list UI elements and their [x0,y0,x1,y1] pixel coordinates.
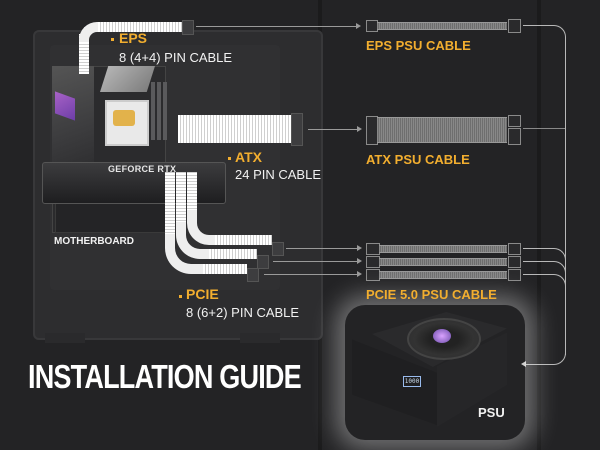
pcie-cable-1 [165,172,175,247]
pcie-psu-cable [379,258,507,266]
pcie-spec: 8 (6+2) PIN CABLE [186,305,300,320]
atx-link-line [308,129,357,130]
pcie-cable-run-1 [215,235,272,245]
bullet-icon [111,38,114,41]
atx-psu-connector-c [508,128,521,145]
bullet-icon [179,295,182,298]
pcie-connector [247,268,259,282]
motherboard-label: MOTHERBOARD [54,236,134,247]
atx-psu-cable-label: ATX PSU CABLE [366,152,470,167]
pcie-connector [272,242,284,256]
pcie-psu-connector-b [508,243,521,255]
pcie-cable-run-2 [209,249,257,259]
ram-slot [157,82,161,140]
pcie-psu-cable [379,245,507,253]
psu-label: PSU [478,405,505,420]
pcie-psu-connector-a [366,243,380,255]
atx-cable [178,115,293,143]
eps-cable-bend [79,22,99,42]
pcie-connector [257,255,269,269]
atx-psu-connector-b [508,115,521,127]
eps-psu-cable [377,22,507,30]
pcie-link-line [286,248,357,249]
bullet-icon [228,157,231,160]
panel-divider [537,0,541,450]
cpu-chip [113,110,135,126]
route-line-return [525,350,566,365]
eps-psu-connector-b [508,19,521,33]
psu-fan [407,318,481,360]
eps-psu-cable-label: EPS PSU CABLE [366,38,471,53]
atx-label: ATX [235,149,262,165]
ram-slot [163,82,167,140]
pcie-cable-run-3 [203,264,247,274]
eps-label: EPS [119,30,148,46]
atx-spec: 24 PIN CABLE [235,167,321,182]
eps-connector [182,20,194,35]
ram-slot [151,82,155,140]
atx-psu-cable [377,117,507,143]
motherboard-heatsink [52,66,94,176]
pcie-psu-connector-b [508,269,521,281]
pcie-label: PCIE [186,286,219,302]
route-line-atx [523,128,565,129]
eps-link-line [196,26,356,27]
pcie-cable-3 [187,172,197,217]
eps-spec: 8 (4+4) PIN CABLE [119,50,233,65]
arrow-right-icon [357,271,362,277]
pcie-psu-connector-b [508,256,521,268]
gpu-label: GEFORCE RTX [108,164,177,174]
arrow-left-icon [521,361,526,367]
pcie-psu-connector-a [366,256,380,268]
arrow-right-icon [357,258,362,264]
eps-cable-horizontal [98,22,182,32]
vrm-heatsink [100,66,155,92]
arrow-right-icon [357,126,362,132]
atx-connector [291,113,303,146]
pcie-bend-3 [165,234,205,274]
psu-display: 1000 [403,376,421,387]
route-line-pcie [523,274,566,289]
arrow-right-icon [356,23,361,29]
case-foot [45,333,85,343]
pcie-cable-2 [176,172,186,232]
route-line-main [565,40,566,355]
route-line-eps [523,25,566,56]
pcie-link-line [273,261,357,262]
eps-cable-vertical [79,34,89,74]
pcie-psu-cable-label: PCIE 5.0 PSU CABLE [366,287,497,302]
pcie-link-line [264,274,357,275]
arrow-right-icon [357,245,362,251]
case-foot [240,333,280,343]
motherboard-lower [55,203,167,233]
pcie-psu-cable [379,271,507,279]
page-title: INSTALLATION GUIDE [28,358,302,395]
pcie-psu-connector-a [366,269,380,281]
psu-logo-icon [433,329,451,343]
